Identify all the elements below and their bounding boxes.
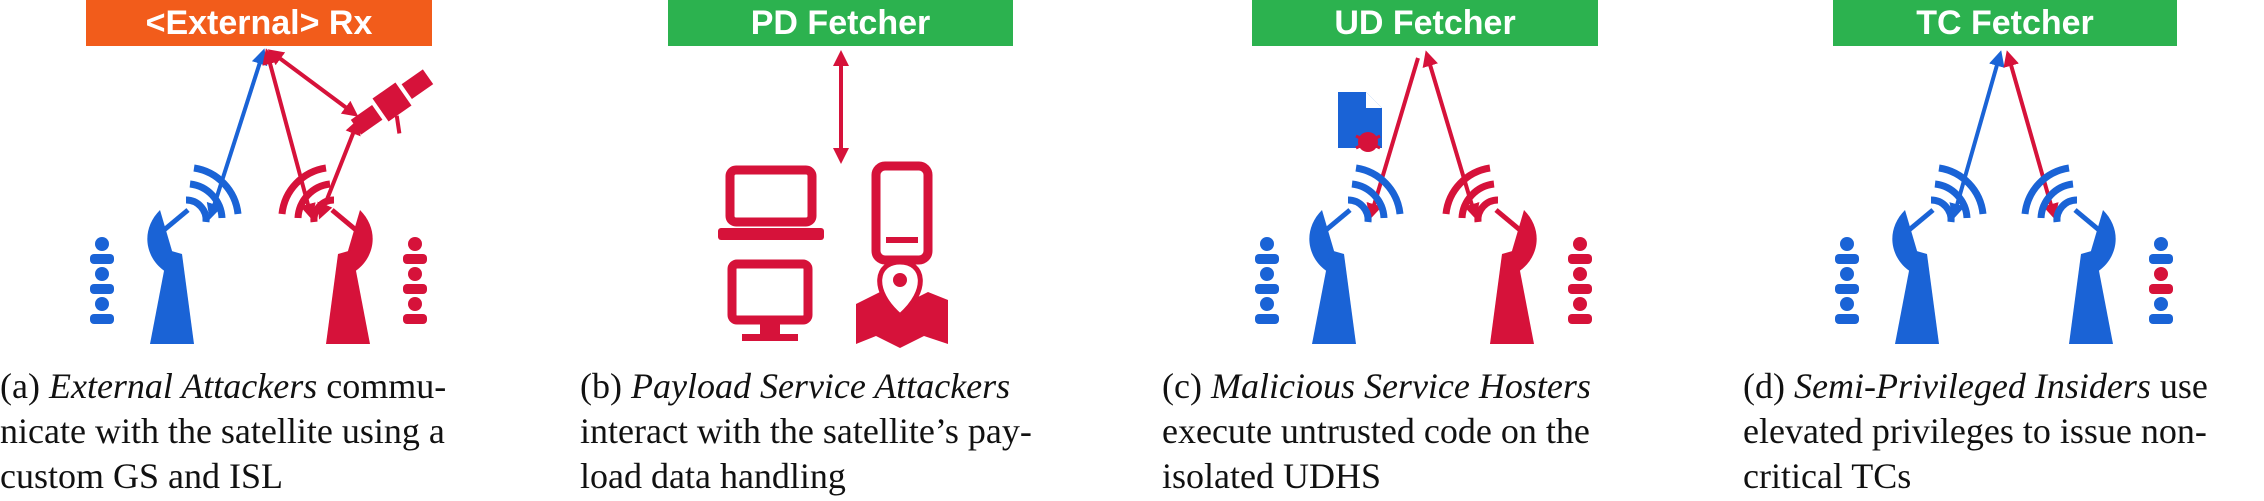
panel-diagram — [1255, 50, 1592, 360]
link-arrow — [1949, 50, 2005, 220]
link-arrow — [2003, 50, 2059, 220]
malicious-file-icon — [1338, 92, 1382, 152]
panel-banner: UD Fetcher — [1252, 0, 1598, 46]
map-pin-icon — [856, 259, 948, 348]
panel-external-attackers: <External> Rx (a) External Attackers com… — [0, 0, 545, 501]
laptop-icon — [718, 165, 824, 240]
person-icon — [2149, 237, 2173, 324]
panel-diagram — [1835, 50, 2173, 360]
panel-diagram — [718, 50, 948, 348]
person-icon — [403, 237, 427, 324]
ground-station-icon — [2025, 168, 2116, 344]
panel-diagram — [90, 48, 434, 360]
panel-payload-service-attackers: PD Fetcher (b) Payload Service Attackers… — [580, 0, 1125, 501]
panel-banner: <External> Rx — [86, 0, 432, 46]
satellite-icon — [350, 69, 434, 135]
person-icon — [1568, 237, 1592, 324]
person-icon — [1835, 237, 1859, 324]
person-icon — [90, 237, 114, 324]
panel-banner: PD Fetcher — [668, 0, 1013, 46]
ground-station-icon — [1309, 168, 1400, 344]
ground-station-icon — [147, 168, 238, 344]
panel-malicious-service-hosters: UD Fetcher (c) Malicious Service Hosters… — [1162, 0, 1707, 501]
panel-caption: (a) External Attackers commu- nicate wit… — [0, 366, 447, 496]
link-arrow — [1422, 50, 1480, 220]
panel-semi-privileged-insiders: TC Fetcher (d) Semi-Privileged Insiders … — [1743, 0, 2264, 501]
panel-caption: (b) Payload Service Attackers interact w… — [580, 366, 1032, 496]
panel-caption: (d) Semi-Privileged Insiders use elevate… — [1743, 366, 2208, 496]
monitor-icon — [727, 259, 813, 341]
person-icon — [1255, 237, 1279, 324]
link-arrow — [267, 49, 359, 117]
link-arrow — [1366, 57, 1420, 220]
phone-icon — [871, 161, 933, 265]
link-arrow — [206, 48, 268, 220]
panel-caption: (c) Malicious Service Hosters execute un… — [1162, 366, 1591, 496]
ground-station-icon — [1892, 168, 1983, 344]
ground-station-icon — [1446, 168, 1537, 344]
panel-banner: TC Fetcher — [1833, 0, 2177, 46]
